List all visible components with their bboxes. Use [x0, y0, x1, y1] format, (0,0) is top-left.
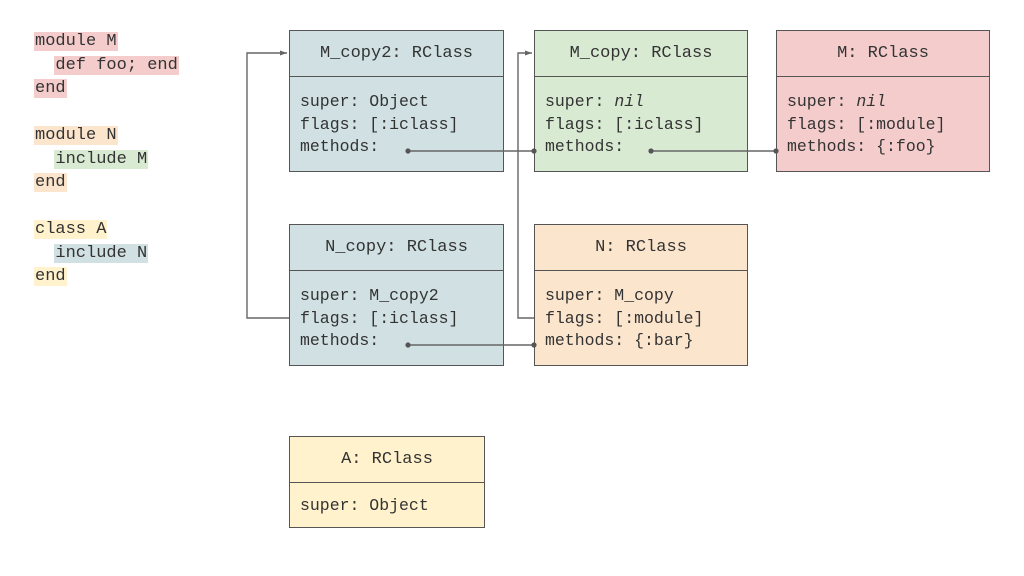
code-line: module N	[34, 124, 179, 148]
flags-field: flags: [:module]	[787, 114, 946, 134]
flags-field: flags: [:module]	[545, 308, 704, 328]
m-copy2-box: M_copy2: RClass super: Object flags: [:i…	[289, 30, 504, 172]
box-title: N: RClass	[535, 225, 747, 271]
super-value: nil	[614, 92, 645, 111]
flags-field: flags: [:iclass]	[300, 308, 459, 328]
box-title: N_copy: RClass	[290, 225, 503, 271]
super-field: super: M_copy	[545, 286, 674, 305]
methods-field: methods:	[300, 137, 380, 156]
code-line: end	[34, 77, 179, 101]
code-text: def foo; end	[54, 55, 179, 75]
n-box: N: RClass super: M_copy flags: [:module]…	[534, 224, 748, 366]
box-title: M: RClass	[777, 31, 989, 77]
methods-field: methods: {:bar}	[545, 331, 694, 350]
methods-field: methods:	[545, 137, 625, 156]
box-title: M_copy2: RClass	[290, 31, 503, 77]
code-line: def foo; end	[34, 54, 179, 78]
code-text: end	[34, 267, 67, 286]
flags-field: flags: [:iclass]	[545, 114, 704, 134]
methods-field: methods:	[300, 331, 380, 350]
code-line: class A	[34, 218, 179, 242]
code-line: end	[34, 171, 179, 195]
code-text: module M	[34, 32, 118, 51]
code-text: end	[34, 79, 67, 98]
code-line: module M	[34, 30, 179, 54]
super-label: super:	[545, 92, 615, 111]
code-text: end	[34, 173, 67, 192]
super-field: super: Object	[300, 92, 429, 111]
box-title: A: RClass	[290, 437, 484, 483]
code-text: include M	[54, 149, 149, 169]
code-listing: module M def foo; end end module N inclu…	[34, 30, 179, 289]
methods-field: methods: {:foo}	[787, 137, 936, 156]
super-label: super:	[787, 92, 857, 111]
super-field: super: Object	[300, 496, 429, 515]
box-title: M_copy: RClass	[535, 31, 747, 77]
m-copy-box: M_copy: RClass super: nil flags: [:iclas…	[534, 30, 748, 172]
code-text: class A	[34, 220, 108, 239]
super-pointer-n	[517, 50, 534, 319]
m-box: M: RClass super: nil flags: [:module] me…	[776, 30, 990, 172]
code-text: module N	[34, 126, 118, 145]
super-field: super: nil	[545, 91, 737, 114]
super-field: super: M_copy2	[300, 286, 439, 305]
n-copy-box: N_copy: RClass super: M_copy2 flags: [:i…	[289, 224, 504, 366]
code-text: include N	[54, 243, 149, 263]
code-line: end	[34, 265, 179, 289]
super-field: super: nil	[787, 91, 979, 114]
flags-field: flags: [:iclass]	[300, 114, 459, 134]
super-pointer-n-copy	[246, 50, 289, 319]
code-line: include M	[34, 148, 179, 172]
code-line: include N	[34, 242, 179, 266]
super-value: nil	[856, 92, 887, 111]
a-box: A: RClass super: Object	[289, 436, 485, 528]
